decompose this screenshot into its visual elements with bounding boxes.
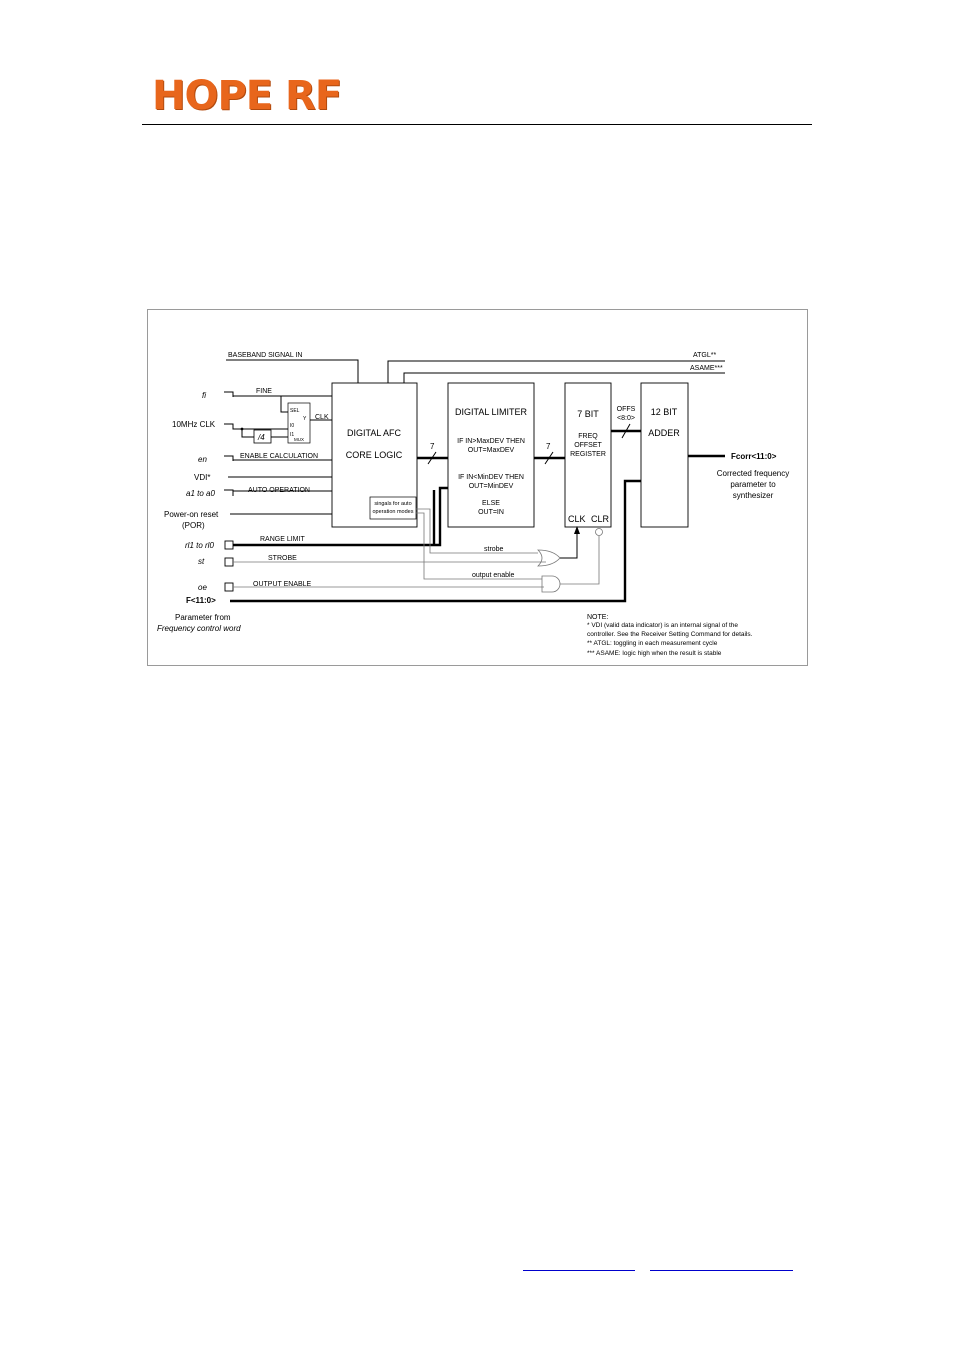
strobe-internal-line: [416, 508, 538, 554]
enable-calc-label: ENABLE CALCULATION: [240, 453, 318, 460]
fcorr-desc-1: Corrected frequency: [717, 469, 789, 478]
clr-inversion-bubble: [595, 528, 603, 536]
afc-label-2: CORE LOGIC: [346, 450, 403, 460]
en-label: en: [198, 455, 207, 464]
vdi-label: VDI*: [194, 473, 210, 482]
bus7a-label: 7: [430, 442, 435, 451]
a1a0-pin: [224, 489, 234, 496]
register-clk-label: CLK: [568, 514, 586, 524]
a1a0-label: a1 to a0: [186, 489, 215, 498]
strobe-internal-label: strobe: [484, 546, 504, 553]
limiter-line-6: OUT=IN: [478, 509, 504, 516]
fine-label: FINE: [256, 388, 272, 395]
adder-label-1: 12 BIT: [651, 407, 678, 417]
range-limit-label: RANGE LIMIT: [260, 536, 305, 543]
atgl-label: ATGL**: [693, 352, 716, 359]
limiter-title: DIGITAL LIMITER: [455, 407, 528, 417]
clk10-label: 10MHz CLK: [172, 420, 216, 429]
baseband-label: BASEBAND SIGNAL IN: [228, 352, 302, 359]
auto-signals-label-2: operation modes: [373, 509, 414, 515]
auto-signals-box: [369, 496, 417, 520]
strobe-upper-label: STROBE: [268, 555, 297, 562]
en-pin: [224, 455, 234, 461]
rl-label: rl1 to rl0: [185, 541, 214, 550]
mux-sel: SEL: [290, 408, 300, 414]
limiter-line-5: ELSE: [482, 500, 500, 507]
rl-pin: [224, 540, 234, 550]
register-label-1: 7 BIT: [577, 409, 599, 419]
afc-label-1: DIGITAL AFC: [347, 428, 402, 438]
register-block: [564, 382, 612, 528]
register-label-4: REGISTER: [570, 451, 606, 458]
auto-op-label: AUTO OPERATION: [248, 487, 310, 494]
st-pin: [224, 557, 234, 567]
fi-label: fi: [202, 391, 206, 400]
mux-name: MUX: [294, 437, 304, 442]
st-label: st: [198, 557, 205, 566]
note-3: *** ASAME: logic high when the result is…: [587, 650, 722, 657]
por-label-1: Power-on reset: [164, 510, 219, 519]
limiter-line-3: IF IN<MinDEV THEN: [458, 474, 524, 481]
param-label-2: Frequency control word: [157, 624, 241, 633]
note-2: ** ATGL: toggling in each measurement cy…: [587, 640, 718, 647]
asame-label: ASAME***: [690, 365, 723, 372]
div4-in-line: [241, 429, 254, 438]
fcorr-desc-2: parameter to: [730, 480, 776, 489]
header-rule: [142, 124, 812, 125]
afc-block-diagram: DIGITAL AFC CORE LOGIC singals for auto …: [147, 309, 808, 666]
param-label-1: Parameter from: [175, 613, 231, 622]
mux-sel-line: [280, 396, 288, 413]
adder-label-2: ADDER: [648, 428, 680, 438]
limiter-line-2: OUT=MaxDEV: [468, 447, 515, 454]
f-bus-line: [230, 479, 641, 603]
offs-label-2: <8:0>: [617, 415, 635, 422]
clk-arrow: [574, 526, 580, 534]
or-to-clk-line: [560, 532, 578, 559]
fcorr-label: Fcorr<11:0>: [731, 452, 777, 461]
mux-block: [287, 402, 311, 444]
baseband-line: [226, 359, 359, 383]
bus7b-slash: [544, 451, 554, 465]
adder-block: [640, 382, 689, 528]
output-enable-internal-line: [416, 512, 542, 580]
output-and-gate: [541, 575, 561, 593]
fi-pin: [224, 391, 234, 397]
register-label-2: FREQ: [578, 433, 598, 440]
note-1b: controller. See the Receiver Setting Com…: [587, 631, 753, 638]
div4-label: /4: [257, 433, 265, 442]
clk10-line: [224, 423, 288, 430]
fcorr-desc-3: synthesizer: [733, 491, 774, 500]
note-title: NOTE:: [587, 614, 608, 621]
footer-link-2[interactable]: [650, 1258, 793, 1271]
range-limit-line: [233, 486, 448, 547]
mux-y: Y: [303, 416, 307, 422]
output-enable-internal-label: output enable: [472, 572, 515, 579]
bus7b-label: 7: [546, 442, 551, 451]
hope-rf-logo: HOPE RF: [152, 73, 342, 119]
asame-line: [403, 372, 725, 383]
register-label-3: OFFSET: [574, 442, 602, 449]
oe-label: oe: [198, 583, 207, 592]
auto-signals-label-1: singals for auto: [374, 501, 411, 507]
clk-label: CLK: [315, 414, 329, 421]
note-1: * VDI (valid data indicator) is an inter…: [587, 622, 738, 629]
register-clr-label: CLR: [591, 514, 610, 524]
mux-i1: I1: [290, 432, 294, 438]
f-label: F<11:0>: [186, 596, 216, 605]
por-label-2: (POR): [182, 521, 205, 530]
limiter-block: [447, 382, 535, 528]
offs-slash: [621, 423, 631, 439]
footer-link-1[interactable]: [523, 1258, 635, 1271]
mux-i0: I0: [290, 423, 294, 429]
oe-pin: [224, 582, 234, 592]
limiter-line-1: IF IN>MaxDEV THEN: [457, 438, 525, 445]
atgl-line: [387, 360, 725, 383]
limiter-line-4: OUT=MinDEV: [469, 483, 514, 490]
offs-label-1: OFFS: [617, 406, 636, 413]
and-to-clr-line: [560, 536, 600, 585]
output-enable-upper-label: OUTPUT ENABLE: [253, 581, 312, 588]
diagram-canvas: DIGITAL AFC CORE LOGIC singals for auto …: [157, 352, 789, 657]
strobe-or-gate: [537, 549, 561, 567]
bus7a-slash: [427, 451, 437, 465]
